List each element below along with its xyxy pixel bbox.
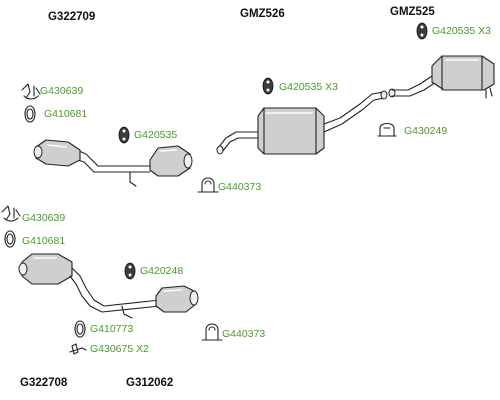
assembly-code-top-left: G322709 (48, 11, 95, 23)
rubber-hanger-icon (124, 262, 136, 280)
clamp-icon (21, 83, 41, 100)
part-label-g440373-top: G440373 (218, 181, 261, 193)
part-label-g430675-x2: G430675 X2 (90, 343, 149, 355)
center-silencer (216, 90, 388, 155)
part-label-g410773: G410773 (90, 323, 133, 335)
u-bolt-clamp-icon (201, 323, 223, 341)
part-label-g430639-bottom: G430639 (22, 212, 65, 224)
clamp-icon (377, 122, 397, 137)
part-label-g410681-top: G410681 (44, 108, 87, 120)
part-label-g430249: G430249 (404, 125, 447, 137)
rubber-hanger-icon (262, 77, 274, 95)
part-label-g420535: G420535 (134, 129, 177, 141)
assembly-code-bottom-left: G322708 (20, 377, 68, 389)
assembly-code-top-right: GMZ525 (390, 6, 435, 18)
rubber-hanger-icon (118, 126, 130, 144)
part-label-g420535-x3-middle: G420535 X3 (279, 81, 338, 93)
part-label-g420535-x3-right: G420535 X3 (432, 25, 491, 37)
part-label-g410681-bottom: G410681 (22, 235, 65, 247)
gasket-ring-icon (74, 320, 86, 338)
gasket-ring-icon (4, 230, 16, 248)
catalytic-converter-front-pipe-bottom (18, 253, 199, 319)
rubber-hanger-icon (416, 22, 428, 40)
clamp-icon (1, 205, 21, 222)
part-label-g420248: G420248 (140, 265, 183, 277)
catalytic-converter-front-pipe-top (33, 139, 193, 187)
bolt-icon (69, 343, 87, 355)
part-label-g440373-bottom: G440373 (222, 328, 265, 340)
part-label-g430639-top: G430639 (40, 85, 83, 97)
rear-silencer (388, 55, 495, 99)
u-bolt-clamp-icon (197, 177, 219, 193)
assembly-code-top-middle: GMZ526 (240, 8, 285, 20)
gasket-ring-icon (24, 105, 36, 123)
assembly-code-bottom-middle: G312062 (126, 377, 173, 389)
